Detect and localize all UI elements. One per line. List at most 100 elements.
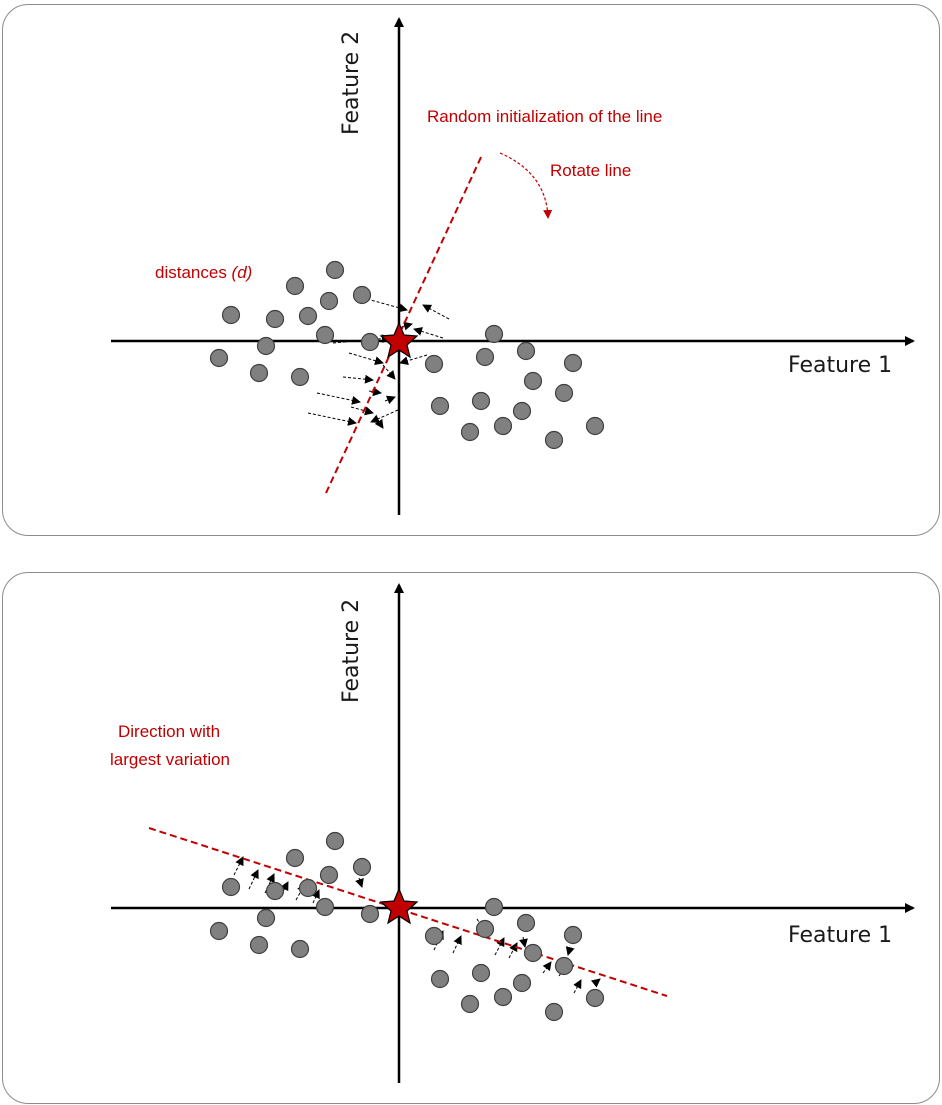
data-point: [544, 1002, 564, 1022]
data-point: [493, 416, 513, 436]
y-axis-label: Feature 2: [339, 31, 364, 135]
projection-arrow: [233, 856, 244, 876]
data-point: [221, 305, 241, 325]
data-point: [319, 291, 339, 311]
data-point: [512, 401, 532, 421]
data-point: [285, 848, 305, 868]
data-point: [460, 422, 480, 442]
data-point: [523, 371, 543, 391]
x-axis-label: Feature 1: [788, 923, 892, 948]
data-point: [554, 383, 574, 403]
projection-arrow: [350, 406, 374, 416]
data-point: [256, 908, 276, 928]
data-point: [484, 897, 504, 917]
x-axis-label: Feature 1: [788, 353, 892, 378]
projection-arrow: [332, 334, 391, 344]
projection-arrow: [278, 881, 289, 900]
data-point: [249, 935, 269, 955]
origin-star-icon: [379, 321, 419, 359]
diagram-best-line: Feature 1 Feature 2 Direction with large…: [110, 583, 915, 1083]
diagram-random-line: Feature 1 Feature 2 Random initializatio…: [111, 17, 915, 515]
projection-arrow: [422, 304, 450, 320]
projection-arrow: [342, 374, 374, 384]
data-point: [265, 309, 285, 329]
projection-arrows: [233, 855, 601, 994]
data-point: [360, 332, 380, 352]
data-point: [460, 994, 480, 1014]
data-point: [221, 877, 241, 897]
projection-arrow: [382, 364, 396, 380]
data-point: [512, 973, 532, 993]
data-point: [290, 367, 310, 387]
projection-arrow: [264, 873, 275, 894]
data-point: [563, 925, 583, 945]
data-point: [475, 347, 495, 367]
data-point: [209, 348, 229, 368]
projection-arrow: [368, 387, 382, 397]
data-point: [352, 857, 372, 877]
data-point: [554, 956, 574, 976]
projection-arrow: [565, 946, 575, 956]
projection-arrow: [399, 354, 428, 366]
data-point: [430, 396, 450, 416]
direction-caption-line1: Direction with: [118, 722, 220, 741]
projection-arrow: [452, 935, 462, 954]
data-point: [430, 969, 450, 989]
projection-arrow: [311, 889, 320, 904]
projection-arrow: [519, 936, 528, 948]
data-point: [585, 416, 605, 436]
projection-arrows: [307, 298, 450, 429]
panel-random-line: Feature 1 Feature 2 Random initializatio…: [2, 4, 940, 536]
data-point: [298, 878, 318, 898]
data-point: [319, 865, 339, 885]
data-point: [315, 325, 335, 345]
distance-caption: distances (d): [155, 263, 252, 282]
line-caption: Random initialization of the line: [427, 107, 662, 126]
data-point: [585, 988, 605, 1008]
principal-line: [148, 827, 668, 997]
data-point: [516, 341, 536, 361]
projection-arrow: [384, 395, 396, 405]
data-point: [424, 926, 444, 946]
projection-arrow: [494, 937, 505, 956]
data-points: [209, 260, 605, 450]
projection-arrow: [590, 978, 601, 988]
panel-best-line: Feature 1 Feature 2 Direction with large…: [2, 572, 940, 1104]
projection-arrow: [348, 352, 384, 366]
projection-arrow: [542, 961, 552, 974]
data-point: [563, 353, 583, 373]
projection-arrow: [573, 979, 582, 994]
data-point: [249, 363, 269, 383]
projection-arrow: [413, 327, 444, 339]
projection-arrow: [307, 412, 357, 426]
direction-caption-line2: largest variation: [110, 750, 230, 769]
projection-arrow: [508, 942, 518, 959]
data-point: [352, 285, 372, 305]
data-point: [544, 430, 564, 450]
data-point: [471, 963, 491, 983]
data-point: [484, 324, 504, 344]
data-point: [325, 260, 345, 280]
projection-arrow: [355, 877, 364, 888]
data-point: [298, 306, 318, 326]
data-point: [516, 913, 536, 933]
y-axis-label: Feature 2: [339, 599, 364, 703]
random-line: [325, 154, 483, 494]
projection-arrow: [316, 392, 361, 405]
data-point: [325, 831, 345, 851]
data-point: [493, 987, 513, 1007]
data-point: [475, 919, 495, 939]
rotate-caption: Rotate line: [550, 161, 631, 180]
data-point: [424, 354, 444, 374]
data-point: [523, 943, 543, 963]
data-point: [290, 939, 310, 959]
data-point: [315, 897, 335, 917]
projection-arrow: [370, 409, 399, 423]
data-point: [360, 904, 380, 924]
data-point: [471, 391, 491, 411]
origin-star-icon: [379, 887, 419, 925]
projection-arrow: [248, 869, 259, 890]
data-points: [209, 831, 605, 1022]
data-point: [209, 921, 229, 941]
rotate-arrow: [499, 152, 553, 219]
